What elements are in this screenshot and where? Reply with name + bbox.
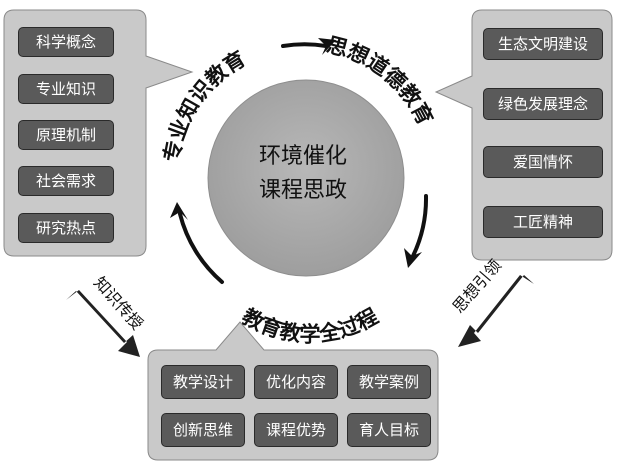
center-line-2: 课程思政 (258, 178, 347, 203)
ring-label-process-text: 教育教学全过程 (238, 304, 382, 346)
right-item-green-development[interactable]: 绿色发展理念 (483, 88, 603, 120)
right-item-patriotism[interactable]: 爱国情怀 (483, 146, 603, 178)
left-item-research-hotspot[interactable]: 研究热点 (18, 213, 114, 243)
bottom-item-teaching-case[interactable]: 教学案例 (347, 365, 431, 399)
right-panel (434, 9, 613, 261)
arrowhead-left (170, 202, 188, 220)
arrowhead-top (318, 38, 336, 55)
center-circle (207, 79, 405, 277)
left-item-professional-knowledge[interactable]: 专业知识 (18, 74, 114, 104)
left-item-mechanism[interactable]: 原理机制 (18, 120, 114, 150)
arrowhead-right (404, 248, 422, 268)
bottom-item-teaching-design[interactable]: 教学设计 (161, 365, 245, 399)
left-item-science-concept[interactable]: 科学概念 (18, 27, 114, 57)
ring-label-process: 教育教学全过程 (238, 304, 382, 346)
arrow-left-label: 知识传授 (90, 273, 147, 333)
bottom-item-course-advantage[interactable]: 课程优势 (254, 413, 338, 447)
bottom-item-education-goal[interactable]: 育人目标 (347, 413, 431, 447)
right-item-ecological-civilization[interactable]: 生态文明建设 (483, 28, 603, 60)
center-line-1: 环境催化 (258, 144, 347, 169)
arrow-right-diagonal (458, 275, 534, 347)
cycle-arrow-right (410, 194, 429, 260)
bottom-item-optimize-content[interactable]: 优化内容 (254, 365, 338, 399)
cycle-arrow-top (281, 42, 328, 48)
arrow-left-diagonal (66, 290, 140, 357)
right-item-craftsmanship[interactable]: 工匠精神 (483, 206, 603, 238)
bottom-item-innovative-thinking[interactable]: 创新思维 (161, 413, 245, 447)
cycle-arrow-left (178, 212, 224, 284)
arrow-left-label-text: 知识传授 (90, 273, 147, 333)
left-item-social-demand[interactable]: 社会需求 (18, 166, 114, 196)
